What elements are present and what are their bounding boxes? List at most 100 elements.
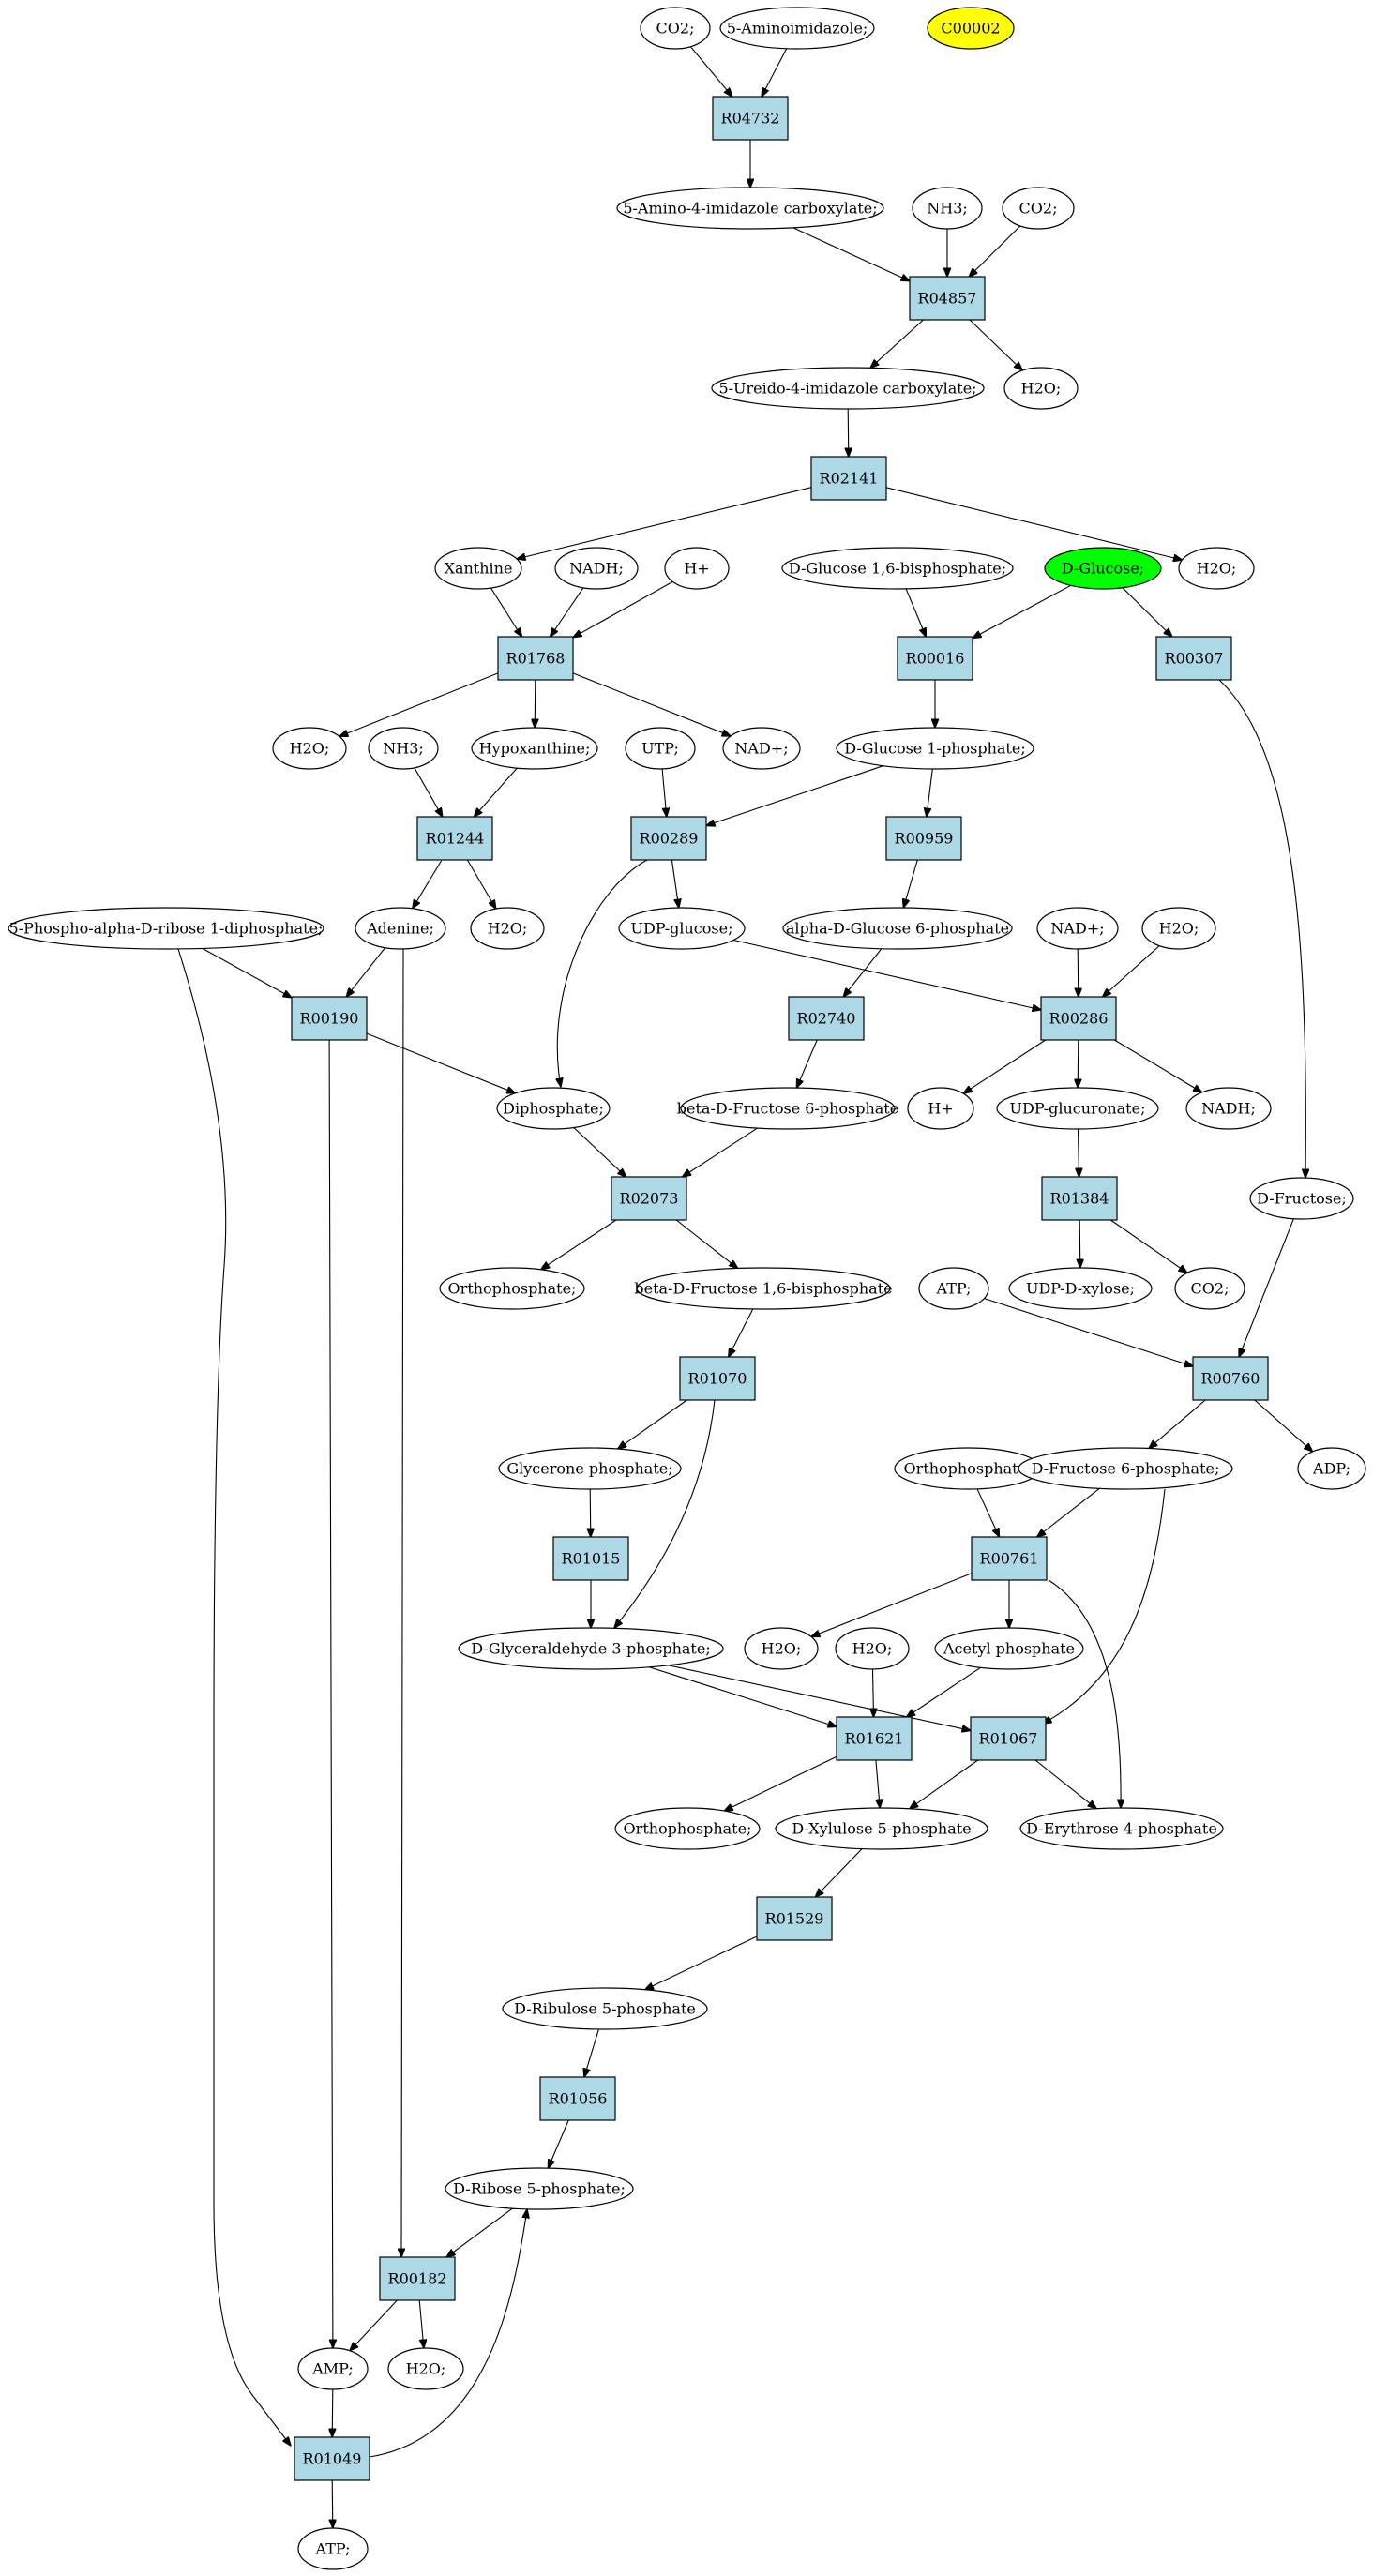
edge-dr5p-to-R00182 bbox=[446, 2207, 513, 2257]
compound-node-h2o_e[interactable]: H2O; bbox=[1141, 907, 1216, 950]
compound-node-co2_c[interactable]: CO2; bbox=[1174, 1267, 1245, 1310]
compound-node-nh3_b[interactable]: NH3; bbox=[368, 727, 439, 770]
compound-node-hypox[interactable]: Hypoxanthine; bbox=[471, 727, 598, 770]
compound-node-orthop_a[interactable]: Orthophosphate; bbox=[439, 1267, 585, 1310]
compound-node-c00002[interactable]: C00002 bbox=[927, 7, 1015, 50]
compound-node-hplus_a[interactable]: H+ bbox=[664, 547, 730, 590]
edge-R01067-to-de4p bbox=[1034, 1759, 1096, 1809]
compound-node-df6p[interactable]: D-Fructose 6-phosphate; bbox=[1018, 1447, 1233, 1490]
reaction-node-r00760[interactable]: R00760 bbox=[1192, 1356, 1269, 1401]
compound-node-dr5p[interactable]: D-Ribose 5-phosphate; bbox=[445, 2167, 634, 2210]
compound-node-h2o_h-shape bbox=[387, 2347, 464, 2390]
compound-node-5a4ic[interactable]: 5-Amino-4-imidazole carboxylate; bbox=[616, 187, 884, 230]
compound-node-dfructose[interactable]: D-Fructose; bbox=[1249, 1177, 1354, 1220]
compound-node-bf6p[interactable]: beta-D-Fructose 6-phosphate bbox=[677, 1087, 898, 1130]
compound-node-udpglc[interactable]: UDP-glucose; bbox=[618, 907, 746, 950]
compound-node-h2o_b[interactable]: H2O; bbox=[1178, 547, 1255, 590]
compound-node-utp-shape bbox=[625, 727, 696, 770]
compound-node-de4p[interactable]: D-Erythrose 4-phosphate bbox=[1019, 1807, 1224, 1850]
compound-node-adenine-label: Adenine; bbox=[366, 920, 434, 938]
compound-node-utp[interactable]: UTP; bbox=[625, 727, 696, 770]
reaction-node-r04732[interactable]: R04732 bbox=[712, 96, 789, 141]
compound-node-atp_a[interactable]: ATP; bbox=[918, 1267, 989, 1310]
reaction-node-r01056[interactable]: R01056 bbox=[539, 2076, 616, 2121]
compound-node-g1p[interactable]: D-Glucose 1-phosphate; bbox=[836, 727, 1034, 770]
compound-node-dx5p[interactable]: D-Xylulose 5-phosphate bbox=[775, 1807, 988, 1850]
compound-node-glycp[interactable]: Glycerone phosphate; bbox=[498, 1447, 682, 1490]
compound-node-nadh_b[interactable]: NADH; bbox=[1185, 1087, 1272, 1130]
reaction-node-r04857[interactable]: R04857 bbox=[909, 276, 986, 321]
reaction-node-r02073-label: R02073 bbox=[620, 1190, 679, 1208]
reaction-node-r00286[interactable]: R00286 bbox=[1040, 996, 1117, 1041]
reaction-node-r00761[interactable]: R00761 bbox=[971, 1536, 1048, 1581]
compound-node-atp_b[interactable]: ATP; bbox=[297, 2527, 369, 2570]
compound-node-dru5p[interactable]: D-Ribulose 5-phosphate bbox=[502, 1987, 708, 2030]
compound-node-g16bp[interactable]: D-Glucose 1,6-bisphosphate; bbox=[781, 547, 1014, 590]
compound-node-nh3_a[interactable]: NH3; bbox=[912, 187, 983, 230]
compound-node-bf6p-label: beta-D-Fructose 6-phosphate bbox=[677, 1100, 898, 1118]
compound-node-diphos[interactable]: Diphosphate; bbox=[496, 1087, 611, 1130]
compound-node-h2o_g[interactable]: H2O; bbox=[835, 1627, 910, 1670]
compound-node-ag6p[interactable]: alpha-D-Glucose 6-phosphate bbox=[782, 907, 1013, 950]
compound-node-h2o_a-shape bbox=[1003, 367, 1079, 410]
compound-node-nadh_a[interactable]: NADH; bbox=[554, 547, 639, 590]
reaction-node-r01621[interactable]: R01621 bbox=[836, 1716, 913, 1761]
compound-node-co2_b[interactable]: CO2; bbox=[1002, 187, 1075, 230]
compound-node-h2o_d[interactable]: H2O; bbox=[470, 907, 545, 950]
reaction-node-r01067[interactable]: R01067 bbox=[970, 1716, 1047, 1761]
compound-node-nadplus_b[interactable]: NAD+; bbox=[1036, 907, 1119, 950]
reaction-node-r02073[interactable]: R02073 bbox=[611, 1176, 687, 1221]
reaction-node-r02141[interactable]: R02141 bbox=[810, 456, 887, 501]
compound-node-co2_a[interactable]: CO2; bbox=[640, 7, 711, 50]
compound-node-nadh_a-label: NADH; bbox=[569, 560, 624, 578]
reaction-node-r01244[interactable]: R01244 bbox=[416, 816, 493, 861]
compound-node-5ai[interactable]: 5-Aminoimidazole; bbox=[719, 7, 875, 50]
edge-g3p-to-R01621 bbox=[648, 1666, 837, 1727]
compound-node-udpglca[interactable]: UDP-glucuronate; bbox=[996, 1087, 1159, 1130]
compound-node-udpxyl[interactable]: UDP-D-xylose; bbox=[1008, 1267, 1153, 1310]
compound-node-acetylp[interactable]: Acetyl phosphate bbox=[934, 1627, 1084, 1670]
compound-node-dglucose[interactable]: D-Glucose; bbox=[1044, 547, 1162, 590]
compound-node-h2o_c[interactable]: H2O; bbox=[272, 727, 347, 770]
reaction-node-r00289[interactable]: R00289 bbox=[630, 816, 707, 861]
compound-node-nadplus_a[interactable]: NAD+; bbox=[722, 727, 801, 770]
reaction-node-r01049[interactable]: R01049 bbox=[294, 2436, 370, 2481]
reaction-node-r01015[interactable]: R01015 bbox=[552, 1536, 629, 1581]
compound-node-adp[interactable]: ADP; bbox=[1297, 1447, 1366, 1490]
reaction-node-r01529-shape bbox=[756, 1896, 833, 1941]
compound-node-g3p[interactable]: D-Glyceraldehyde 3-phosphate; bbox=[458, 1627, 724, 1670]
compound-node-amp[interactable]: AMP; bbox=[297, 2347, 369, 2390]
compound-node-h2o_a[interactable]: H2O; bbox=[1003, 367, 1079, 410]
compound-node-ag6p-label: alpha-D-Glucose 6-phosphate bbox=[786, 920, 1009, 938]
reaction-node-r01384[interactable]: R01384 bbox=[1041, 1176, 1118, 1221]
reaction-node-r02740[interactable]: R02740 bbox=[788, 996, 865, 1041]
reaction-node-r00307[interactable]: R00307 bbox=[1155, 636, 1232, 681]
compound-node-adenine[interactable]: Adenine; bbox=[355, 907, 446, 950]
reaction-node-r00959[interactable]: R00959 bbox=[885, 816, 962, 861]
reaction-node-r00016[interactable]: R00016 bbox=[897, 636, 973, 681]
compound-node-hplus_b[interactable]: H+ bbox=[907, 1087, 974, 1130]
compound-node-bf6p-shape bbox=[680, 1087, 896, 1130]
reaction-node-r01056-label: R01056 bbox=[549, 2090, 608, 2108]
reaction-node-r04732-label: R04732 bbox=[721, 110, 780, 128]
reaction-node-r01529[interactable]: R01529 bbox=[756, 1896, 833, 1941]
compound-node-nadh_b-label: NADH; bbox=[1201, 1100, 1256, 1118]
compound-node-adenine-shape bbox=[355, 907, 446, 950]
edge-dfructose-to-R00760 bbox=[1239, 1218, 1294, 1357]
compound-node-de4p-shape bbox=[1019, 1807, 1224, 1850]
reaction-node-r00190[interactable]: R00190 bbox=[291, 996, 368, 1041]
edge-dglucose-to-R00016 bbox=[973, 584, 1072, 638]
compound-node-5u4ic[interactable]: 5-Ureido-4-imidazole carboxylate; bbox=[711, 367, 985, 410]
compound-node-prpp[interactable]: 5-Phospho-alpha-D-ribose 1-diphosphate; bbox=[8, 907, 324, 950]
compound-node-h2o_g-shape bbox=[835, 1627, 910, 1670]
edge-R00761-to-h2o_f bbox=[811, 1573, 973, 1637]
compound-node-h2o_f[interactable]: H2O; bbox=[744, 1627, 819, 1670]
compound-node-orthop_b[interactable]: Orthophosphate; bbox=[894, 1447, 1042, 1490]
reaction-node-r00182[interactable]: R00182 bbox=[379, 2256, 456, 2301]
compound-node-xanthine[interactable]: Xanthine bbox=[434, 547, 522, 590]
reaction-node-r01768[interactable]: R01768 bbox=[497, 636, 574, 681]
compound-node-h2o_h[interactable]: H2O; bbox=[387, 2347, 464, 2390]
reaction-node-r01070[interactable]: R01070 bbox=[679, 1356, 756, 1401]
compound-node-bf16bp[interactable]: beta-D-Fructose 1,6-bisphosphate bbox=[634, 1267, 893, 1310]
compound-node-orthop_c[interactable]: Orthophosphate; bbox=[614, 1807, 761, 1850]
